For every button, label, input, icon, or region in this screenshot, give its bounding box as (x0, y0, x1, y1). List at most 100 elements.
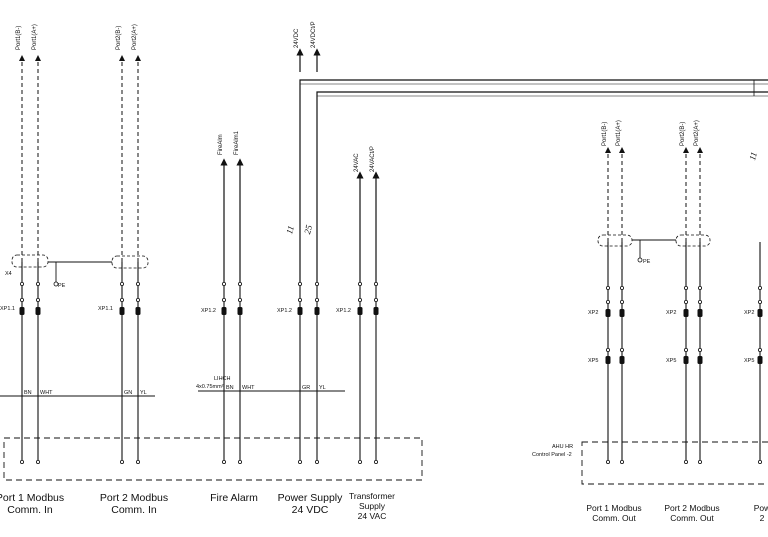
wire-color-tag: BN (226, 385, 234, 391)
pe-label-right: PE (643, 259, 651, 265)
plug-connector (135, 307, 141, 315)
power-supply-bus (296, 48, 768, 282)
terminal-strip-tag: XP1.2 (336, 308, 351, 314)
terminal-point (684, 459, 689, 464)
terminal-strip-tag: XP1.1 (98, 306, 113, 312)
wire-color-tag: YL (319, 385, 326, 391)
plug-connector (619, 356, 625, 364)
terminal-strip-tags: X4 XP1.1 XP1.1 XP1.2 XP1.2 XP1.2 XP2 XP2… (0, 271, 754, 364)
signal-label: 24VAC (354, 153, 360, 172)
terminal-point (19, 459, 24, 464)
lower-wires (21, 242, 761, 462)
terminal-point (698, 299, 703, 304)
terminal-point (135, 281, 140, 286)
terminal-strip-tag: XP2 (588, 310, 598, 316)
annotation-25: 25 (302, 223, 314, 235)
shield-bridges (48, 239, 676, 282)
terminal-point (698, 285, 703, 290)
dashed-signal-wires (19, 55, 703, 262)
terminal-point (36, 297, 41, 302)
wire-color-tag: BN (24, 390, 32, 396)
terminal-point (606, 459, 611, 464)
wire-color-tag: WHT (242, 385, 255, 391)
terminal-point (237, 281, 242, 286)
terminal-point (684, 347, 689, 352)
terminal-point (357, 281, 362, 286)
wire-color-tag: WHT (40, 390, 53, 396)
signal-label: FireAlm (218, 134, 224, 155)
panel-label-line2: Control Panel -2 (532, 452, 572, 458)
signal-label: Port2(A+) (694, 120, 700, 146)
terminal-point (758, 285, 763, 290)
wire-color-tag: YL (140, 390, 147, 396)
terminal-point (373, 281, 378, 286)
group-label-fire-alarm: Fire Alarm (210, 492, 258, 504)
terminal-strip-tag: XP5 (744, 358, 754, 364)
signal-label: Port2(A+) (132, 24, 138, 50)
signal-label: Port1(B-) (602, 122, 608, 146)
terminal-point (620, 459, 625, 464)
terminal-point (297, 297, 302, 302)
terminal-point (698, 459, 703, 464)
terminal-strip-tag: XP1.2 (201, 308, 216, 314)
terminal-point (684, 285, 689, 290)
annotation-11-right: 11 (747, 151, 759, 162)
terminal-point (36, 459, 41, 464)
terminal-point (120, 281, 125, 286)
pe-markers (53, 257, 643, 287)
plug-connector (697, 356, 703, 364)
terminal-strip-tag: XP5 (588, 358, 598, 364)
wire-color-tag: GR (302, 385, 310, 391)
terminal-strip-tag: X4 (5, 271, 12, 277)
terminal-point (237, 297, 242, 302)
signal-label: FireAlm1 (234, 130, 240, 155)
terminal-point (221, 459, 226, 464)
terminal-point (698, 347, 703, 352)
terminal-point (135, 297, 140, 302)
terminal-point (237, 459, 242, 464)
signal-label: Port1(A+) (32, 24, 38, 50)
plug-connector (757, 309, 763, 317)
terminal-point (120, 459, 125, 464)
terminal-point (314, 297, 319, 302)
plug-connector (35, 307, 41, 315)
terminal-point (758, 347, 763, 352)
cable-type-label: LIHCH (214, 376, 231, 382)
wire-color-tags: BN WHT GN YL BN WHT GR YL (24, 385, 326, 396)
terminal-point (314, 459, 319, 464)
terminal-point (19, 297, 24, 302)
terminal-point (135, 459, 140, 464)
plug-connector (683, 309, 689, 317)
plug-connector (605, 356, 611, 364)
terminal-point (373, 297, 378, 302)
plug-connector (237, 307, 243, 315)
wire-color-tag: GN (124, 390, 132, 396)
terminal-strip-tag: XP2 (666, 310, 676, 316)
terminal-point (620, 285, 625, 290)
terminal-point (221, 281, 226, 286)
terminal-point (297, 281, 302, 286)
plug-connector (297, 307, 303, 315)
terminal-strip-tag: XP1.1 (0, 306, 15, 312)
solid-signal-wires (220, 158, 380, 284)
plug-connector (619, 309, 625, 317)
terminal-point (357, 297, 362, 302)
terminal-strip-tag: XP2 (744, 310, 754, 316)
terminal-point (357, 459, 362, 464)
signal-label: 24VDC (294, 28, 300, 48)
plug-connector (697, 309, 703, 317)
plug-connector (683, 356, 689, 364)
signal-label: Port1(A+) (616, 120, 622, 146)
terminal-strip-tag: XP5 (666, 358, 676, 364)
plug-connector (605, 309, 611, 317)
terminal-point (606, 285, 611, 290)
signal-label: 24VDCt/P (311, 21, 317, 48)
plug-connector (314, 307, 320, 315)
terminal-point (373, 459, 378, 464)
plug-connector (221, 307, 227, 315)
terminal-point (19, 281, 24, 286)
